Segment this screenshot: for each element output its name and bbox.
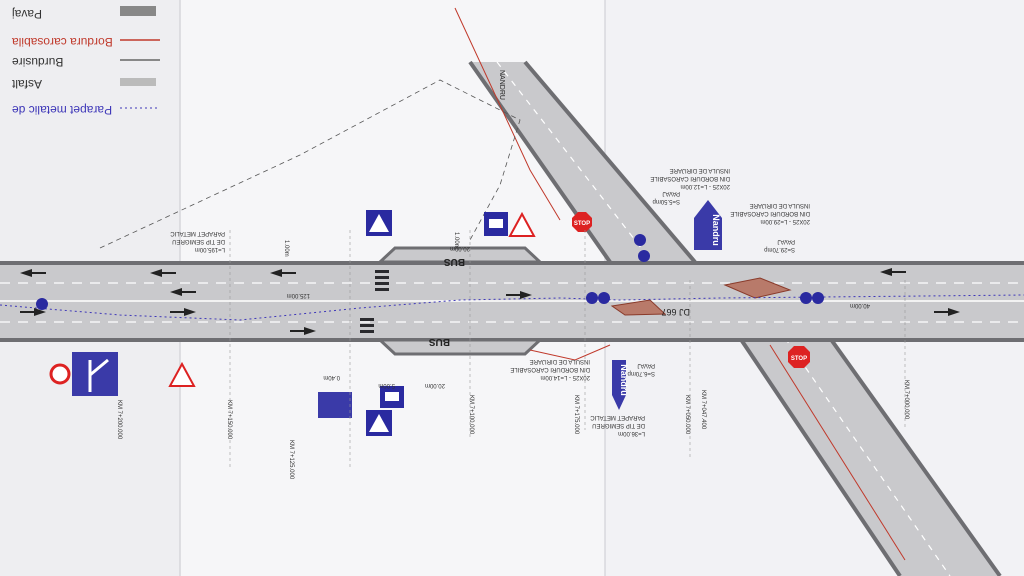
parapet-bottom-1: PARAPET METALIC — [590, 414, 645, 420]
parapet-bottom-3: L=36.00m — [618, 430, 645, 436]
road-diagonal-south — [740, 338, 1000, 576]
lane-direction-sign — [72, 352, 118, 396]
insula-tr-2: DIN BORDURI CAROSABILE — [730, 210, 810, 216]
legend-burdusire: Burdusire — [12, 55, 64, 69]
parapet-bottom-2: DE TIP SEMIGREU — [592, 422, 645, 428]
dim-1a: 1.00m — [283, 240, 289, 257]
parapet-line — [0, 294, 1024, 321]
stop-label-bottom: STOP — [791, 356, 807, 362]
nandru-label-bottom: Nandru — [619, 364, 629, 396]
pavaj-top-1: PAVAJ — [662, 190, 680, 196]
insula-bottom-3: 20X25 - L=14.00m — [540, 374, 590, 380]
bus-label-bottom: BUS — [429, 336, 450, 347]
legend-pavaj: Pavaj — [12, 7, 42, 21]
pavaj-bottom-2: S=6.70mp — [627, 370, 655, 376]
traffic-island-mid — [610, 299, 667, 316]
legend-asfalt: Asfalt — [11, 77, 42, 91]
keep-right-signs — [36, 234, 824, 310]
curb-red-2 — [769, 344, 906, 561]
insula-bottom-1: INSULA DE DIRIJARE — [530, 358, 590, 364]
km-4: KM 7+175.000 — [573, 395, 579, 435]
warning-triangle-left — [168, 361, 196, 387]
parapet-left-2: DE TIP SEMIGREU — [172, 238, 225, 244]
bus-bay-top — [376, 246, 544, 264]
no-entry-sign — [49, 363, 71, 385]
blue-panel-sign — [318, 392, 352, 418]
dj-label: DJ 667 — [661, 307, 690, 317]
pedestrian-sign-bottom — [366, 410, 392, 436]
road-name-label: NANDRU — [498, 70, 505, 100]
km-7: KM 7+050.000 — [684, 395, 690, 435]
km-2: KM 7+125.000 — [288, 440, 294, 480]
legend-bordura: Bordura carosabila — [12, 35, 113, 49]
pavaj-right-2: S=29.70mp — [763, 246, 795, 252]
pavaj-bottom-1: PAVAJ — [637, 362, 655, 368]
parapet-left-3: L=195.00m — [195, 246, 225, 252]
crosswalk-left — [360, 270, 389, 333]
dim-20a: 20.00m — [450, 245, 470, 251]
km-1: KM 7+100.000 — [468, 395, 474, 435]
lane-arrows — [20, 268, 960, 335]
insula-mid-2: DIN BORDURI CAROSABILE — [650, 175, 730, 181]
stop-sign-top: STOP — [572, 212, 592, 232]
stop-sign-bottom: STOP — [788, 346, 810, 368]
km-3: KM 7+150.000 — [226, 400, 232, 440]
legend-swatch-pavaj — [120, 6, 156, 16]
pavaj-right-1: PAVAJ — [777, 238, 795, 244]
insula-mid-1: INSULA DE DIRIJARE — [670, 167, 730, 173]
dim-40: 40.00m — [850, 302, 870, 308]
pavaj-top-2: S=5.50mp — [652, 198, 680, 204]
boundary-outline — [99, 79, 521, 249]
road-diagonal-north — [470, 62, 695, 262]
bus-bay-bottom — [376, 338, 544, 356]
insula-bottom-2: DIN BORDURI CAROSABILE — [510, 366, 590, 372]
insula-tr-1: INSULA DE DIRIJARE — [750, 202, 810, 208]
nandru-sign-bottom: Nandru — [612, 360, 629, 410]
dim-20b: 20.00m — [425, 382, 445, 388]
dim-125: 125.00m — [287, 292, 310, 298]
insula-tr-3: 20X25 - L=29.00m — [760, 218, 810, 224]
km-6: KM 7+047.400 — [700, 390, 706, 430]
nandru-label-top: Nandru — [711, 214, 721, 246]
legend: Pavaj Bordura carosabila Burdusire Asfal… — [11, 6, 160, 117]
parapet-left-1: PARAPET METALIC — [170, 230, 225, 236]
legend-parapet: Parapet metalic de — [12, 103, 112, 117]
curb-red-1 — [454, 7, 561, 221]
traffic-island-right — [723, 277, 792, 299]
bus-stop-sign — [484, 212, 508, 236]
nandru-sign-top: Nandru — [694, 200, 722, 250]
bus-stop-sign-bottom — [380, 386, 404, 408]
km-5: KM 7+200.000 — [116, 400, 122, 440]
station-lines — [229, 230, 906, 470]
insula-mid-3: 20X25 - L=12.00m — [680, 183, 730, 189]
dim-04: 0.40m — [323, 374, 340, 380]
stop-label-top: STOP — [574, 221, 590, 227]
dim-1b: 1.00m — [453, 232, 459, 249]
bus-label-top: BUS — [444, 256, 465, 267]
dim-5: 5.00m — [378, 382, 395, 388]
pedestrian-sign-top — [366, 210, 392, 236]
warning-triangle-top — [508, 211, 536, 237]
km-8: KM 7+000.000 — [903, 380, 909, 420]
